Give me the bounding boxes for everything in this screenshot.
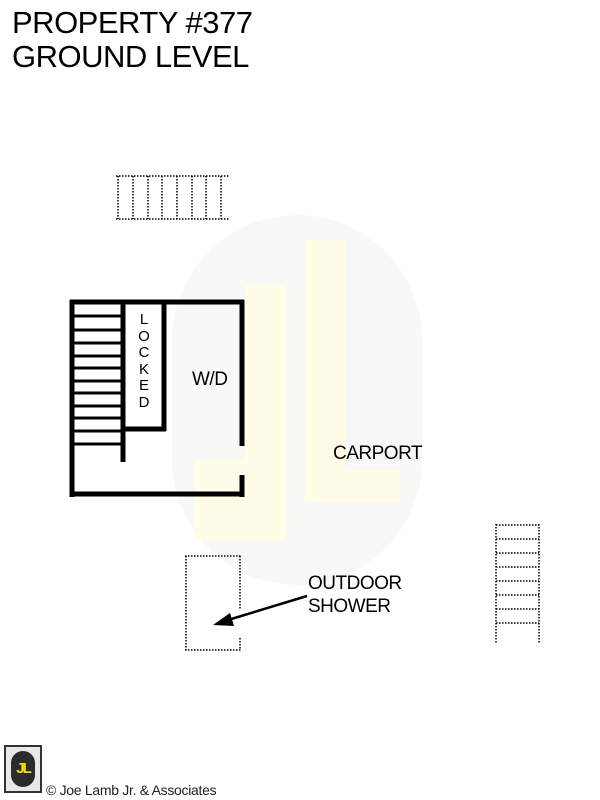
- locked-letter: K: [138, 360, 149, 378]
- title-level: GROUND LEVEL: [12, 39, 249, 74]
- shower-pointer-arrow: [213, 594, 308, 626]
- locked-letter: L: [139, 311, 149, 328]
- page-title: PROPERTY #377 GROUND LEVEL: [12, 6, 253, 74]
- copyright-text: © Joe Lamb Jr. & Associates: [46, 782, 217, 798]
- building-walls: [69, 299, 245, 497]
- outdoor-shower-enclosure: [185, 555, 242, 651]
- locked-letter: D: [138, 393, 150, 411]
- outdoor-shower-label: OUTDOOR SHOWER: [308, 572, 402, 618]
- top-exterior-stairs: [116, 175, 230, 220]
- locked-room-label: L O C K E D: [137, 311, 151, 411]
- locked-letter: O: [138, 327, 150, 345]
- locked-letter: C: [138, 344, 150, 361]
- washer-dryer-label: W/D: [192, 369, 228, 390]
- logo-mark-icon: JL: [11, 751, 35, 787]
- watermark-logo: [172, 215, 422, 585]
- outdoor-shower-label-line1: OUTDOOR: [308, 573, 402, 594]
- title-property-number: PROPERTY #377: [12, 5, 253, 40]
- right-exterior-stairs: [495, 524, 540, 643]
- locked-letter: E: [138, 377, 149, 394]
- footer: JL © Joe Lamb Jr. & Associates: [4, 745, 244, 798]
- interior-stairs: [72, 314, 123, 446]
- outdoor-shower-label-line2: SHOWER: [308, 596, 391, 617]
- company-logo: JL: [4, 745, 42, 793]
- carport-label: CARPORT: [333, 443, 423, 464]
